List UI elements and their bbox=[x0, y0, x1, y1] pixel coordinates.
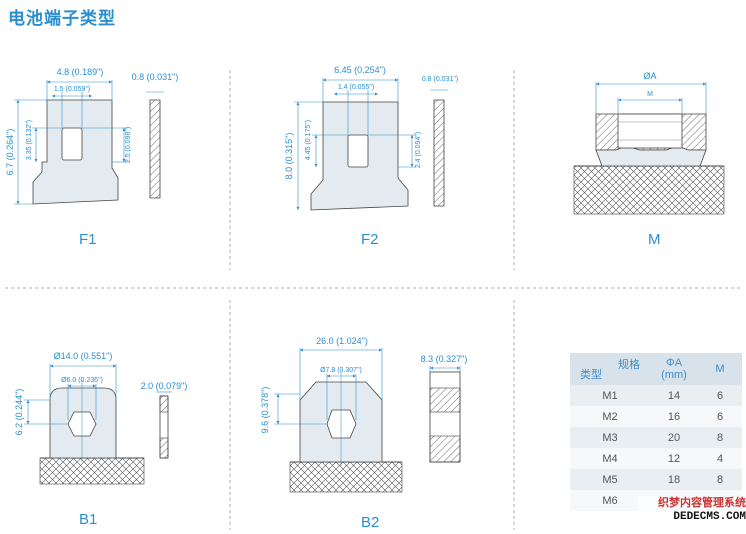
b2-drawing: 26.0 (1.024") Ø7.8 (0.307") 8.3 (0.327")… bbox=[260, 336, 468, 493]
f2-width-dim: 6.45 (0.254") bbox=[334, 65, 386, 75]
header-a-unit: (mm) bbox=[661, 369, 687, 381]
caption-b1: B1 bbox=[79, 511, 98, 528]
f1-width-dim: 4.8 (0.189") bbox=[57, 67, 104, 77]
f2-height-dim: 8.0 (0.315") bbox=[284, 133, 294, 180]
caption-f2: F2 bbox=[361, 231, 379, 248]
f2-hole-dim: 4.45 (0.175") bbox=[305, 120, 312, 160]
cell-a: 20 bbox=[650, 427, 698, 448]
b2-thickness-dim: 8.3 (0.327") bbox=[421, 354, 468, 364]
cell-a: 18 bbox=[650, 469, 698, 490]
cell-m: 6 bbox=[698, 406, 742, 427]
caption-b2: B2 bbox=[361, 514, 380, 531]
b1-height-dim: 6.2 (0.244") bbox=[14, 389, 24, 436]
header-type-label: 类型 bbox=[580, 369, 602, 381]
f1-inner-dim: 1.5 (0.059") bbox=[54, 86, 90, 93]
cell-type: M6 bbox=[570, 490, 650, 511]
f1-thickness-dim: 0.8 (0.031") bbox=[132, 72, 179, 82]
cell-type: M4 bbox=[570, 448, 650, 469]
cell-a: 14 bbox=[650, 385, 698, 406]
page-title: 电池端子类型 bbox=[8, 9, 116, 28]
caption-f1: F1 bbox=[79, 231, 97, 248]
grid-separators bbox=[5, 70, 741, 530]
watermark: 织梦内容管理系统 DEDECMS.COM bbox=[638, 496, 746, 526]
f1-height-dim: 6.7 (0.264") bbox=[5, 129, 15, 176]
cell-m: 6 bbox=[698, 385, 742, 406]
table-header-type: 规格 类型 bbox=[570, 353, 650, 385]
header-spec-label: 规格 bbox=[618, 359, 640, 371]
cell-type: M5 bbox=[570, 469, 650, 490]
b1-width-dim: Ø14.0 (0.551") bbox=[54, 351, 113, 361]
m-drawing: ØA M bbox=[573, 71, 725, 215]
f1-drawing: 4.8 (0.189") 1.5 (0.059") 0.8 (0.031") 6… bbox=[5, 67, 179, 205]
cell-a: 12 bbox=[650, 448, 698, 469]
cell-m: 8 bbox=[698, 427, 742, 448]
f2-drawing: 6.45 (0.254") 1.4 (0.055") 0.8 (0.031") … bbox=[284, 65, 458, 211]
watermark-line1: 织梦内容管理系统 bbox=[638, 496, 746, 510]
cell-m: 8 bbox=[698, 469, 742, 490]
table-row: M3 20 8 bbox=[570, 427, 742, 448]
spec-table: 规格 类型 ΦA (mm) M M1 14 6 M2 16 6 M3 20 8 … bbox=[570, 353, 742, 511]
cell-type: M3 bbox=[570, 427, 650, 448]
b1-hole-dim: Ø6.0 (0.236") bbox=[61, 377, 103, 384]
f2-thickness-dim: 0.8 (0.031") bbox=[422, 76, 458, 83]
f1-hole-dim: 3.35 (0.132") bbox=[26, 120, 33, 160]
table-header-a: ΦA (mm) bbox=[650, 353, 698, 385]
f2-inner-dim: 1.4 (0.055") bbox=[338, 84, 374, 91]
b1-thickness-dim: 2.0 (0.079") bbox=[141, 381, 188, 391]
b2-height-dim: 9.6 (0.378") bbox=[260, 387, 270, 434]
table-row: M1 14 6 bbox=[570, 385, 742, 406]
cell-type: M2 bbox=[570, 406, 650, 427]
caption-m: M bbox=[648, 231, 661, 248]
header-a-label: ΦA bbox=[665, 357, 683, 369]
table-header-m: M bbox=[698, 353, 742, 385]
b2-width-dim: 26.0 (1.024") bbox=[316, 336, 368, 346]
cell-a: 16 bbox=[650, 406, 698, 427]
watermark-line2: DEDECMS.COM bbox=[638, 510, 746, 524]
m-outer-dim: ØA bbox=[643, 71, 656, 81]
cell-type: M1 bbox=[570, 385, 650, 406]
table-row: M5 18 8 bbox=[570, 469, 742, 490]
b1-drawing: Ø14.0 (0.551") Ø6.0 (0.236") 2.0 (0.079"… bbox=[14, 351, 188, 485]
f1-slot-dim: 2.5 (0.098") bbox=[125, 127, 132, 163]
f2-slot-dim: 2.4 (0.094") bbox=[415, 132, 422, 168]
b2-hole-dim: Ø7.8 (0.307") bbox=[320, 367, 362, 374]
table-row: M4 12 4 bbox=[570, 448, 742, 469]
cell-m: 4 bbox=[698, 448, 742, 469]
table-row: M2 16 6 bbox=[570, 406, 742, 427]
m-inner-dim: M bbox=[647, 91, 653, 98]
